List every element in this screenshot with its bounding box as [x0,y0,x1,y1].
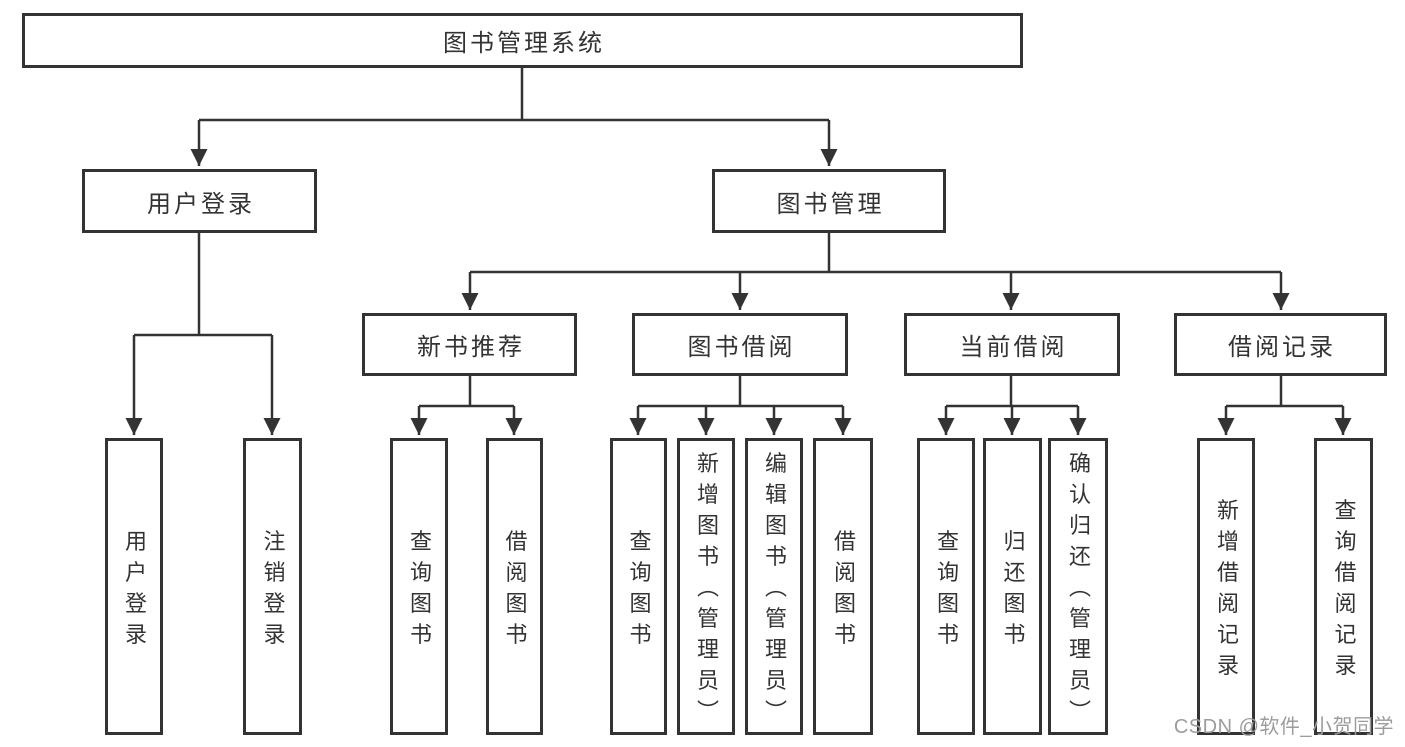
node-label: 图书借阅 [687,334,796,361]
node-label: 查询图书 [934,529,959,653]
node-label: 图书管理 [776,190,885,218]
node-label: 借阅图书 [502,529,528,653]
node-label: 当前借阅 [959,334,1068,361]
node-leaf-return-books: 归还图书 [983,438,1042,735]
node-label: 归还图书 [1000,529,1026,653]
node-leaf-borrow-books: 借阅图书 [486,438,543,735]
connector-book-borrow-children [629,376,852,435]
node-label: 查询图书 [626,529,652,653]
node-label: 借阅记录 [1228,334,1336,361]
node-label: 图书管理系统 [443,30,605,57]
connector-book-management-children [461,233,1290,310]
node-label: 新书推荐 [417,334,525,361]
connector-borrow-records-children [1217,376,1352,435]
node-leaf-query-books: 查询图书 [390,438,448,735]
node-book-borrow: 图书借阅 [632,313,848,376]
node-label: 编辑图书（管理员） [762,451,787,731]
node-leaf-logout: 注销登录 [243,438,302,735]
connector-current-borrow-children [937,376,1087,435]
node-label: 新增图书（管理员） [694,451,719,731]
node-label: 用户登录 [147,190,255,218]
node-leaf-query-books: 查询图书 [917,438,975,735]
node-borrow-records: 借阅记录 [1174,313,1387,376]
node-label: 借阅图书 [831,529,856,653]
node-label: 新增借阅记录 [1214,498,1239,684]
node-new-book-recommend: 新书推荐 [362,313,577,376]
node-leaf-edit-books-admin: 编辑图书（管理员） [745,438,803,735]
csdn-watermark: CSDN @软件_小贺同学 [1173,716,1394,738]
node-current-borrow: 当前借阅 [904,313,1120,376]
node-root-system: 图书管理系统 [22,13,1023,68]
node-book-management: 图书管理 [712,169,946,233]
node-leaf-user-login: 用户登录 [105,438,163,735]
node-leaf-add-books-admin: 新增图书（管理员） [677,438,735,735]
node-label: 确认归还（管理员） [1066,451,1091,731]
connector-new-book-rec-children [410,376,523,435]
node-leaf-add-borrow-record: 新增借阅记录 [1197,438,1255,735]
node-leaf-confirm-return-admin: 确认归还（管理员） [1048,438,1108,735]
node-user-login: 用户登录 [82,169,317,233]
connector-user-login-children [125,233,281,435]
connector-root-to-level1 [190,68,838,166]
node-label: 查询图书 [407,529,432,653]
node-label: 用户登录 [122,529,147,653]
node-leaf-borrow-books: 借阅图书 [813,438,873,735]
node-leaf-query-borrow-record: 查询借阅记录 [1314,438,1373,735]
node-label: 注销登录 [260,529,286,653]
node-label: 查询借阅记录 [1331,498,1357,684]
node-leaf-query-books: 查询图书 [610,438,667,735]
